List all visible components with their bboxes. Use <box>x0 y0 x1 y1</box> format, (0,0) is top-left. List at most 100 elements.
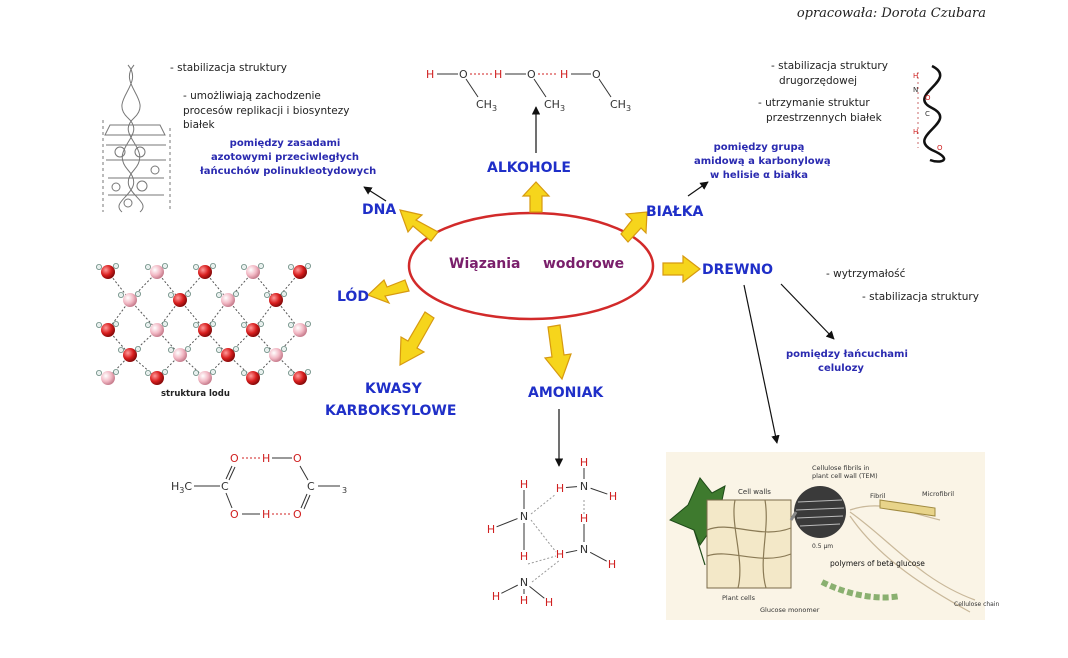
ice-hydrogen-atom <box>184 290 191 297</box>
ammonia-n-atom: N <box>580 480 588 493</box>
ice-hydrogen-atom <box>96 369 103 376</box>
ice-hydrogen-atom <box>96 263 103 270</box>
protein-h: H <box>913 72 918 80</box>
bialka-note-2: drugorzędowej <box>779 75 858 87</box>
ice-hydrogen-atom <box>209 368 216 375</box>
ice-hydrogen-atom <box>161 368 168 375</box>
ice-oxygen-atom <box>150 265 164 279</box>
ice-hydrogen-atom <box>257 262 264 269</box>
acid-h3c: H3C <box>171 480 192 495</box>
center-word-1: Wiązania <box>449 256 521 272</box>
ice-hydrogen-atom <box>113 368 120 375</box>
author-credit: opracowała: Dorota Czubara <box>796 6 986 21</box>
ice-hydrogen-atom <box>257 368 264 375</box>
ice-oxygen-atom <box>150 323 164 337</box>
ice-hydrogen-atom <box>232 290 239 297</box>
ice-oxygen-atom <box>173 293 187 307</box>
bialka-bond-note-1: pomiędzy grupą <box>713 142 805 153</box>
label-cellulose-fibrils: Cellulose fibrils in <box>812 464 869 472</box>
label-microfibril: Microfibril <box>922 490 954 498</box>
ammonia-hydrogen-bond <box>527 555 557 565</box>
arrow-to-dna <box>399 209 439 242</box>
ice-oxygen-atom <box>246 371 260 385</box>
alc-o-2: O <box>527 68 536 81</box>
ice-hydrogen-atom <box>280 290 287 297</box>
node-bialka: BIAŁKA <box>646 204 704 220</box>
ammonia-hydrogen-bond <box>531 559 561 583</box>
acid-dimer-formula: H3C C O H O O H O C 3 <box>171 452 347 521</box>
ice-hydrogen-atom <box>192 369 199 376</box>
ice-hydrogen-atom <box>304 320 311 327</box>
ice-hydrogen-atom <box>96 321 103 328</box>
ice-hydrogen-atom <box>232 345 239 352</box>
ice-lattice-illustration <box>96 262 311 385</box>
drewno-bond-note-2: celulozy <box>818 363 864 374</box>
ice-hydrogen-atom <box>240 369 247 376</box>
ammonia-covalent-bond <box>501 584 518 594</box>
ice-hydrogen-atom <box>134 345 141 352</box>
ammonia-h-atom: H <box>609 490 617 503</box>
node-alkohole: ALKOHOLE <box>487 160 571 176</box>
ice-oxygen-atom <box>221 293 235 307</box>
arrow-to-drewno <box>662 254 701 284</box>
arrow-drewno-to-image <box>743 284 780 444</box>
node-karboksylowe: KARBOKSYLOWE <box>325 403 457 419</box>
ice-hydrogen-atom <box>287 263 294 270</box>
alc-h-2: H <box>494 68 502 81</box>
label-glucose-monomer: Glucose monomer <box>760 606 820 614</box>
dna-note-1: - stabilizacja struktury <box>170 62 287 74</box>
ice-hydrogen-atom <box>192 263 199 270</box>
acid-o-3: O <box>230 508 239 521</box>
ice-oxygen-atom <box>101 371 115 385</box>
yellow-arrows <box>366 181 701 381</box>
ice-oxygen-atom <box>198 265 212 279</box>
acid-h-2: H <box>262 508 270 521</box>
wood-cellulose-panel: Cellulose fibrils in plant cell wall (TE… <box>666 452 1000 620</box>
ammonia-h-atom: H <box>520 594 528 607</box>
ice-oxygen-atom <box>221 348 235 362</box>
bialka-note-1: - stabilizacja struktury <box>771 60 888 72</box>
ammonia-h-atom: H <box>580 456 588 469</box>
drewno-note-1: - wytrzymałość <box>826 268 906 280</box>
drewno-bond-note-1: pomiędzy łańcuchami <box>786 349 908 360</box>
ammonia-covalent-bond <box>496 518 518 528</box>
label-scale: 0.5 µm <box>812 543 833 550</box>
label-plant-cells: Plant cells <box>722 594 756 602</box>
arrow-to-bialka <box>620 211 648 243</box>
protein-o-2: O <box>937 144 943 152</box>
ice-hydrogen-atom <box>240 321 247 328</box>
arrow-to-lod <box>366 278 410 305</box>
protein-helix-illustration: H N O C H O <box>913 64 946 163</box>
alc-ch3-2: CH3 <box>544 98 565 113</box>
arrow-to-kwasy <box>399 311 435 367</box>
acid-o-4: O <box>293 508 302 521</box>
bialka-bond-note-2: amidową a karbonylową <box>694 156 831 167</box>
arrow-dna-to-notes <box>363 186 387 202</box>
acid-c-2: C <box>307 480 315 493</box>
ice-oxygen-atom <box>123 293 137 307</box>
ammonia-covalent-bond <box>529 585 545 599</box>
ice-oxygen-atom <box>198 371 212 385</box>
alc-o-1: O <box>459 68 468 81</box>
ammonia-h-atom: H <box>520 550 528 563</box>
ice-hydrogen-atom <box>144 321 151 328</box>
ammonia-hydrogen-bond <box>530 519 557 553</box>
acid-h-1: H <box>262 452 270 465</box>
ice-oxygen-atom <box>246 265 260 279</box>
alc-ch3-3: CH3 <box>610 98 631 113</box>
ice-oxygen-atom <box>293 371 307 385</box>
ice-hydrogen-atom <box>134 290 141 297</box>
ammonia-h-atom: H <box>556 548 564 561</box>
alc-h-3: H <box>560 68 568 81</box>
label-fibril: Fibril <box>870 492 886 500</box>
dna-note-3: procesów replikacji i biosyntezy <box>183 105 350 117</box>
acid-o-1: O <box>230 452 239 465</box>
ice-hydrogen-atom <box>161 320 168 327</box>
ice-hydrogen-atom <box>209 262 216 269</box>
bialka-note-4: przestrzennych białek <box>766 112 882 124</box>
dna-note-2: - umożliwiają zachodzenie <box>183 90 321 102</box>
ammonia-h-atom: H <box>487 523 495 536</box>
ice-hydrogen-atom <box>144 369 151 376</box>
label-cellulose-fibrils-2: plant cell wall (TEM) <box>812 472 878 480</box>
